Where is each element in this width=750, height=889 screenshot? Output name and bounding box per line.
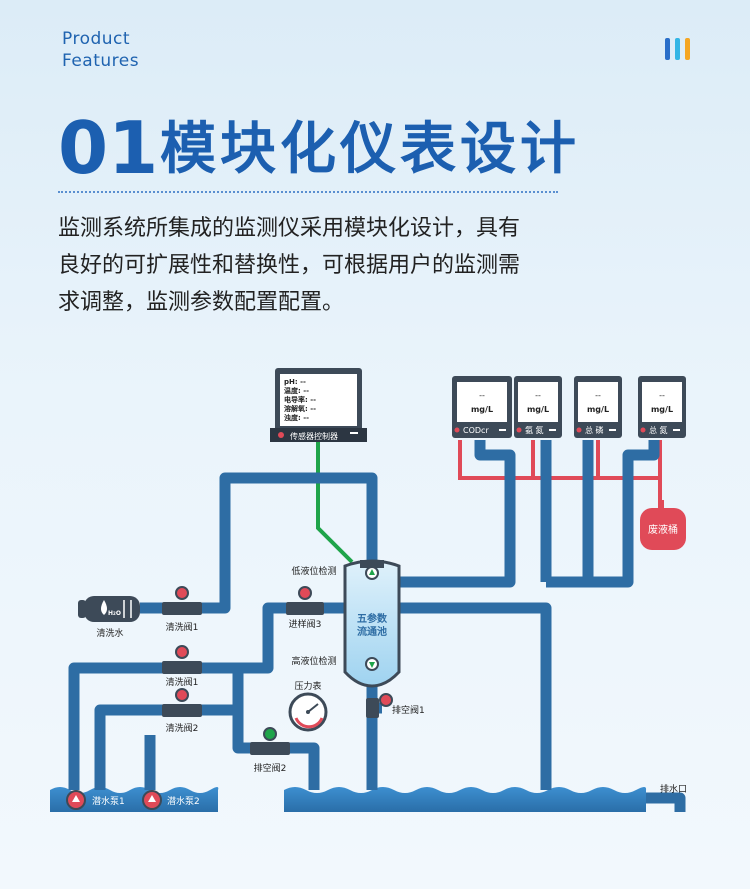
intro-line-2: 良好的可扩展性和替换性，可根据用户的监测需 (58, 253, 521, 278)
low-level-label: 低液位检测 (291, 565, 336, 577)
analyzer-label: 氨 氮 (525, 425, 544, 435)
svg-text:mg/L: mg/L (651, 405, 673, 414)
pool-label-2: 流通池 (357, 625, 387, 638)
pool-label-1: 五参数 (357, 612, 388, 625)
waste-tank-label: 废液桶 (648, 523, 678, 536)
right-water-basin (284, 787, 647, 812)
valve-label: 清洗阀1 (166, 621, 199, 633)
flow-pool: 五参数 流通池 低液位检测 高液位检测 (291, 559, 401, 688)
analyzer-phosphorus: -- mg/L 总 磷 (574, 376, 622, 438)
sensor-controller: pH: -- 温度: -- 电导率: -- 溶解氧: -- 浊度: -- 传感器… (270, 368, 367, 442)
sensor-cable (316, 442, 354, 564)
svg-text:--: -- (659, 391, 665, 400)
brand-line-2: Features (62, 51, 140, 71)
submersible-pump-2: 潜水泵2 (142, 790, 200, 810)
brand-line-1: Product (62, 29, 131, 49)
brand-tagline: Product Features (62, 28, 139, 72)
svg-text:mg/L: mg/L (471, 405, 493, 414)
analyzer-ammonia: -- mg/L 氨 氮 (514, 376, 562, 438)
drain-valve-2: 排空阀2 (250, 727, 290, 774)
intro-line-1: 监测系统所集成的监测仪采用模块化设计，具有 (58, 216, 521, 241)
controller-readout-3: 电导率: -- (284, 395, 316, 404)
brand-bars-icon (665, 38, 691, 60)
pressure-gauge: 压力表 (288, 680, 328, 732)
valve-label: 清洗阀1 (166, 676, 199, 688)
svg-text:--: -- (479, 391, 485, 400)
drain-valve-1: 排空阀1 (366, 693, 425, 718)
clean-water-label: 清洗水 (96, 627, 123, 639)
analyzer-codcr: -- mg/L CODcr (452, 376, 512, 438)
controller-readout-5: 浊度: -- (284, 413, 309, 422)
analyzer-nitrogen: -- mg/L 总 氮 (638, 376, 686, 438)
svg-text:--: -- (595, 391, 601, 400)
section-title: 模块化仪表设计 (160, 117, 580, 182)
svg-text:H2O: H2O (108, 610, 121, 617)
submersible-pump-1: 潜水泵1 (66, 790, 125, 810)
intro-paragraph: 监测系统所集成的监测仪采用模块化设计，具有 良好的可扩展性和替换性，可根据用户的… (58, 210, 578, 321)
left-water-basin (50, 787, 219, 812)
clean-valve-2: 清洗阀2 (162, 688, 202, 734)
section-number: 01 (58, 106, 159, 190)
svg-text:mg/L: mg/L (587, 405, 609, 414)
valve-label: 清洗阀2 (166, 722, 199, 734)
clean-valve-top: 清洗阀1 (162, 586, 202, 633)
pump-label: 潜水泵1 (92, 795, 125, 807)
clean-valve-1: 清洗阀1 (162, 645, 202, 688)
title-divider (58, 191, 558, 193)
controller-readout-1: pH: -- (284, 378, 306, 386)
controller-readout-2: 温度: -- (284, 386, 309, 395)
high-level-label: 高液位检测 (291, 655, 336, 667)
controller-readout-4: 溶解氧: -- (284, 404, 316, 413)
analyzer-label: 总 氮 (649, 425, 668, 435)
outlet-label: 排水口 (660, 783, 687, 795)
water-drop-icon (101, 600, 107, 615)
waste-tank: 废液桶 (640, 500, 686, 550)
controller-label: 传感器控制器 (290, 431, 338, 441)
analyzer-label: CODcr (463, 426, 489, 435)
analyzer-label: 总 磷 (585, 425, 604, 435)
svg-text:mg/L: mg/L (527, 405, 549, 414)
pump-label: 潜水泵2 (167, 795, 200, 807)
valve-label: 排空阀2 (254, 762, 287, 774)
waste-lines (458, 440, 662, 510)
svg-text:--: -- (535, 391, 541, 400)
intro-line-3: 求调整，监测参数配置配置。 (58, 290, 345, 315)
pressure-gauge-label: 压力表 (294, 680, 321, 692)
valve-label: 排空阀1 (392, 704, 425, 716)
inlet-valve-3: 进样阀3 (286, 586, 324, 630)
clean-water-tank: H2O 清洗水 (78, 596, 140, 639)
valve-label: 进样阀3 (289, 618, 322, 630)
